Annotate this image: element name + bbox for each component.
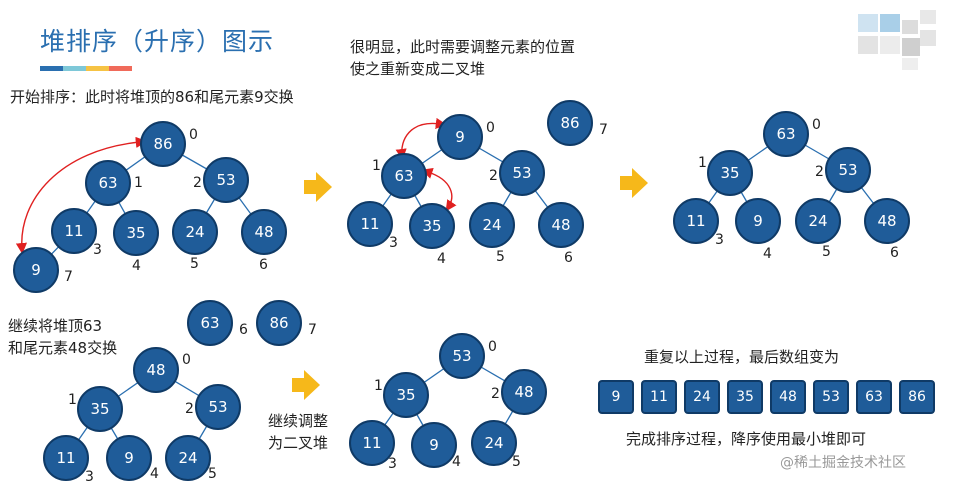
tree4-node: 9 bbox=[106, 435, 152, 481]
tree1-index: 1 bbox=[134, 175, 143, 191]
array-cell: 24 bbox=[684, 380, 720, 414]
tree4-removed-node: 63 bbox=[187, 300, 233, 346]
caption-step2-line2: 使之重新变成二叉堆 bbox=[350, 60, 486, 78]
tree5-node: 24 bbox=[471, 420, 517, 466]
tree3-index: 4 bbox=[763, 246, 772, 262]
array-cell: 35 bbox=[727, 380, 763, 414]
tree4-removed-node: 86 bbox=[256, 300, 302, 346]
tree5-index: 1 bbox=[374, 378, 383, 394]
tree2-removed-node: 86 bbox=[547, 100, 593, 146]
tree2-index: 6 bbox=[564, 250, 573, 266]
tree3-index: 6 bbox=[890, 245, 899, 261]
tree5-index: 2 bbox=[491, 386, 500, 402]
tree1-node: 24 bbox=[172, 209, 218, 255]
tree1-node: 48 bbox=[241, 209, 287, 255]
tree3-node: 35 bbox=[707, 150, 753, 196]
tree2-node: 24 bbox=[469, 202, 515, 248]
step-arrow-icon bbox=[620, 168, 656, 206]
array-cell: 9 bbox=[598, 380, 634, 414]
tree5-index: 4 bbox=[452, 454, 461, 470]
tree5-node: 48 bbox=[501, 369, 547, 415]
tree4-removed-index: 6 bbox=[239, 322, 248, 338]
tree1-node: 53 bbox=[203, 157, 249, 203]
tree2-node: 11 bbox=[347, 201, 393, 247]
tree5-node: 35 bbox=[383, 372, 429, 418]
tree4-removed-index: 7 bbox=[308, 322, 317, 338]
tree1-node: 86 bbox=[140, 121, 186, 167]
tree3-node: 24 bbox=[795, 198, 841, 244]
swap-arrows bbox=[15, 117, 457, 255]
caption-step2-line1: 很明显，此时需要调整元素的位置 bbox=[350, 38, 576, 56]
tree2-node: 53 bbox=[499, 150, 545, 196]
tree1-node: 9 bbox=[13, 247, 59, 293]
tree2-node: 35 bbox=[409, 203, 455, 249]
tree1-node: 11 bbox=[51, 208, 97, 254]
tree4-node: 24 bbox=[165, 435, 211, 481]
caption-done: 完成排序过程，降序使用最小堆即可 bbox=[626, 430, 867, 448]
tree3-node: 48 bbox=[864, 198, 910, 244]
tree2-index: 5 bbox=[496, 249, 505, 265]
tree1-index: 4 bbox=[132, 258, 141, 274]
caption-step4-line1: 继续将堆顶63 bbox=[8, 317, 103, 335]
tree3-node: 63 bbox=[763, 111, 809, 157]
array-cell: 86 bbox=[899, 380, 935, 414]
tree1-index: 0 bbox=[189, 127, 198, 143]
tree5-node: 11 bbox=[349, 420, 395, 466]
tree2-index: 2 bbox=[489, 168, 498, 184]
step-arrow-icon bbox=[292, 370, 328, 408]
tree1-index: 3 bbox=[93, 242, 102, 258]
page-title: 堆排序（升序）图示 bbox=[40, 27, 275, 56]
tree3-index: 5 bbox=[822, 244, 831, 260]
tree1-node: 35 bbox=[113, 210, 159, 256]
tree5-index: 5 bbox=[512, 454, 521, 470]
tree4-node: 11 bbox=[43, 435, 89, 481]
tree2-index: 4 bbox=[437, 251, 446, 267]
tree3-node: 11 bbox=[673, 198, 719, 244]
tree5-index: 3 bbox=[388, 456, 397, 472]
tree1-node: 63 bbox=[85, 160, 131, 206]
array-cell: 53 bbox=[813, 380, 849, 414]
array-cell: 48 bbox=[770, 380, 806, 414]
tree2-index: 3 bbox=[389, 235, 398, 251]
tree4-index: 2 bbox=[185, 401, 194, 417]
tree1-index: 7 bbox=[64, 269, 73, 285]
tree1-index: 6 bbox=[259, 257, 268, 273]
array-cell: 11 bbox=[641, 380, 677, 414]
tree4-node: 35 bbox=[77, 386, 123, 432]
tree3-index: 0 bbox=[812, 117, 821, 133]
array-cell: 63 bbox=[856, 380, 892, 414]
caption-step5-line2: 为二叉堆 bbox=[268, 434, 329, 452]
tree4-index: 4 bbox=[150, 466, 159, 482]
tree1-index: 5 bbox=[190, 256, 199, 272]
caption-repeat: 重复以上过程，最后数组变为 bbox=[644, 348, 840, 366]
watermark: @稀土掘金技术社区 bbox=[780, 455, 906, 471]
tree3-index: 2 bbox=[815, 164, 824, 180]
tree4-index: 5 bbox=[208, 466, 217, 482]
tree2-index: 1 bbox=[372, 158, 381, 174]
tree4-index: 1 bbox=[68, 392, 77, 408]
tree2-node: 48 bbox=[538, 202, 584, 248]
tree3-index: 3 bbox=[715, 232, 724, 248]
caption-step5-line1: 继续调整 bbox=[268, 412, 329, 430]
tree3-node: 53 bbox=[825, 147, 871, 193]
tree3-node: 9 bbox=[735, 198, 781, 244]
tree2-node: 9 bbox=[437, 114, 483, 160]
tree5-node: 9 bbox=[411, 422, 457, 468]
step-arrow-icon bbox=[304, 172, 340, 210]
tree3-index: 1 bbox=[698, 155, 707, 171]
tree2-removed-index: 7 bbox=[599, 122, 608, 138]
tree2-index: 0 bbox=[486, 120, 495, 136]
tree4-node: 53 bbox=[195, 384, 241, 430]
caption-step1: 开始排序：此时将堆顶的86和尾元素9交换 bbox=[10, 88, 294, 106]
tree5-node: 53 bbox=[439, 333, 485, 379]
tree2-node: 63 bbox=[381, 153, 427, 199]
tree4-node: 48 bbox=[133, 347, 179, 393]
caption-step4-line2: 和尾元素48交换 bbox=[8, 339, 118, 357]
tree4-index: 0 bbox=[182, 352, 191, 368]
title-color-bar bbox=[40, 66, 132, 71]
tree4-index: 3 bbox=[85, 469, 94, 485]
tree1-index: 2 bbox=[193, 175, 202, 191]
tree5-index: 0 bbox=[488, 339, 497, 355]
qr-code-image bbox=[858, 10, 936, 70]
